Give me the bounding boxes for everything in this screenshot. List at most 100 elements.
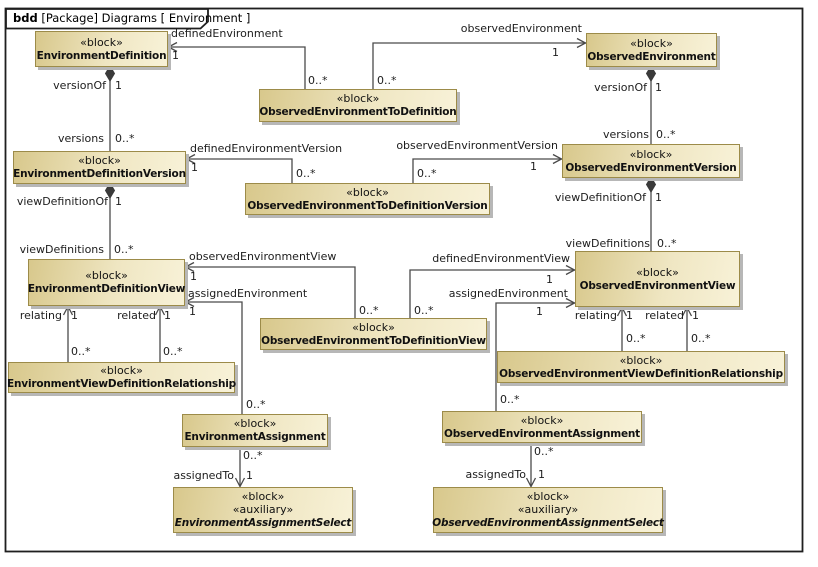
- stereotype-label: «block»: [352, 320, 395, 334]
- role-label: related: [645, 309, 684, 322]
- association-assigned-to-right[interactable]: [525, 443, 537, 488]
- association-related-left[interactable]: [154, 305, 166, 363]
- block-observed-environment-view-definition-relationship[interactable]: «block» ObservedEnvironmentViewDefinitio…: [497, 351, 785, 383]
- block-name: ObservedEnvironmentToDefinitionView: [261, 334, 486, 347]
- block-name: ObservedEnvironmentVersion: [565, 161, 737, 174]
- block-name: ObservedEnvironmentToDefinition: [259, 106, 457, 118]
- association-defined-environment-view[interactable]: [409, 264, 576, 319]
- role-label: versionOf: [594, 81, 647, 94]
- multiplicity-label: 1: [546, 273, 553, 286]
- block-name: EnvironmentDefinition: [36, 49, 167, 62]
- block-environment-definition-version[interactable]: «block» EnvironmentDefinitionVersion: [13, 151, 186, 184]
- block-name: ObservedEnvironmentAssignmentSelect: [432, 517, 664, 529]
- multiplicity-label: 0..*: [691, 332, 711, 345]
- stereotype-label: «block»: [629, 147, 673, 161]
- multiplicity-label: 0..*: [417, 167, 437, 180]
- stereotype-label: «block»: [346, 185, 389, 199]
- block-environment-view-definition-relationship[interactable]: «block» EnvironmentViewDefinitionRelatio…: [7, 362, 236, 393]
- multiplicity-label: 1: [246, 469, 253, 482]
- role-label: observedEnvironmentView: [189, 250, 337, 263]
- role-label: definedEnvironmentView: [432, 252, 570, 265]
- block-observed-environment[interactable]: «block» ObservedEnvironment: [586, 33, 717, 67]
- role-label: versions: [602, 128, 649, 141]
- block-environment-definition[interactable]: «block» EnvironmentDefinition: [35, 31, 168, 67]
- association-observed-environment-version[interactable]: [412, 153, 563, 184]
- association-observed-environment-view[interactable]: [184, 261, 356, 319]
- association-related-right[interactable]: [681, 306, 693, 352]
- stereotype-label: «block»: [233, 417, 277, 430]
- block-environment-assignment-select[interactable]: «block» «auxiliary» EnvironmentAssignmen…: [173, 487, 353, 533]
- stereotype-label: «block»: [520, 413, 564, 427]
- block-environment-definition-view[interactable]: «block» EnvironmentDefinitionView: [28, 259, 185, 306]
- role-label: viewDefinitions: [565, 237, 650, 250]
- diagram-frame: [4, 7, 804, 553]
- association-relating-right[interactable]: [616, 306, 628, 352]
- multiplicity-label: 1: [626, 309, 633, 322]
- multiplicity-label: 0..*: [243, 449, 263, 462]
- block-name: EnvironmentAssignment: [184, 431, 326, 443]
- multiplicity-label: 0..*: [626, 332, 646, 345]
- diagram-context: [Package] Diagrams [ Environment ]: [41, 11, 251, 25]
- block-observed-environment-assignment[interactable]: «block» ObservedEnvironmentAssignment: [442, 411, 642, 443]
- composition-observed-environment-versions[interactable]: [645, 65, 657, 144]
- multiplicity-label: 1: [115, 195, 122, 208]
- block-observed-environment-assignment-select[interactable]: «block» «auxiliary» ObservedEnvironmentA…: [432, 487, 664, 533]
- block-name: ObservedEnvironment: [587, 50, 716, 63]
- association-defined-environment-version[interactable]: [185, 153, 293, 184]
- multiplicity-label: 1: [552, 46, 559, 59]
- association-assigned-environment-left[interactable]: [184, 296, 243, 415]
- multiplicity-label: 1: [115, 79, 122, 92]
- diagram-kind: bdd: [13, 11, 38, 25]
- block-name: ObservedEnvironmentViewDefinitionRelatio…: [499, 367, 783, 380]
- block-environment-assignment[interactable]: «block» EnvironmentAssignment: [182, 414, 328, 447]
- association-defined-environment[interactable]: [167, 41, 306, 90]
- multiplicity-label: 0..*: [308, 74, 328, 87]
- stereotype-label: «block»: [636, 265, 679, 279]
- stereotype-label: «block»: [241, 490, 285, 503]
- block-observed-environment-to-definition-version[interactable]: «block» ObservedEnvironmentToDefinitionV…: [245, 183, 490, 215]
- role-label: observedEnvironment: [460, 22, 582, 35]
- multiplicity-label: 0..*: [114, 243, 134, 256]
- block-name: ObservedEnvironmentView: [579, 279, 736, 292]
- multiplicity-label: 1: [191, 161, 198, 174]
- association-observed-environment[interactable]: [372, 37, 587, 90]
- association-assigned-environment-right[interactable]: [495, 297, 576, 412]
- composition-environment-definition-view-definitions[interactable]: [104, 182, 116, 259]
- block-name: EnvironmentAssignmentSelect: [174, 517, 352, 529]
- stereotype-label: «block»: [80, 35, 123, 49]
- multiplicity-label: 1: [655, 81, 662, 94]
- block-observed-environment-to-definition[interactable]: «block» ObservedEnvironmentToDefinition: [259, 89, 457, 122]
- block-name: EnvironmentDefinitionVersion: [13, 168, 186, 180]
- stereotype-label: «block»: [630, 36, 673, 50]
- role-label: relating: [574, 309, 617, 322]
- multiplicity-label: 1: [164, 309, 171, 322]
- composition-observed-environment-view-definitions[interactable]: [645, 176, 657, 251]
- association-assigned-to-left[interactable]: [234, 447, 246, 488]
- block-name: EnvironmentDefinitionView: [27, 283, 186, 295]
- association-relating-left[interactable]: [62, 305, 74, 363]
- multiplicity-label: 0..*: [656, 128, 676, 141]
- block-name: ObservedEnvironmentAssignment: [444, 427, 640, 440]
- role-label: assignedTo: [173, 469, 234, 482]
- composition-environment-definition-versions[interactable]: [104, 65, 116, 151]
- multiplicity-label: 0..*: [534, 445, 554, 458]
- role-label: viewDefinitionOf: [16, 195, 108, 208]
- stereotype-label: «auxiliary»: [517, 503, 579, 516]
- stereotype-label: «block»: [85, 269, 128, 282]
- block-observed-environment-version[interactable]: «block» ObservedEnvironmentVersion: [562, 144, 740, 178]
- multiplicity-label: 0..*: [71, 345, 91, 358]
- multiplicity-label: 1: [172, 49, 179, 62]
- role-label: observedEnvironmentVersion: [396, 139, 558, 152]
- stereotype-label: «block»: [78, 154, 121, 167]
- block-observed-environment-view[interactable]: «block» ObservedEnvironmentView: [575, 251, 740, 307]
- role-label: versions: [57, 132, 104, 145]
- role-label: assignedTo: [465, 468, 526, 481]
- block-observed-environment-to-definition-view[interactable]: «block» ObservedEnvironmentToDefinitionV…: [260, 318, 487, 350]
- diagram-tab-shape: [5, 8, 209, 30]
- multiplicity-label: 1: [71, 309, 78, 322]
- multiplicity-label: 0..*: [657, 237, 677, 250]
- multiplicity-label: 0..*: [500, 393, 520, 406]
- multiplicity-label: 0..*: [359, 304, 379, 317]
